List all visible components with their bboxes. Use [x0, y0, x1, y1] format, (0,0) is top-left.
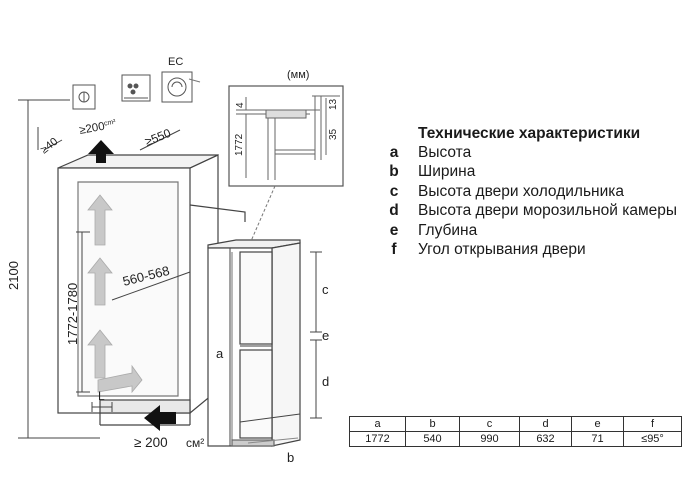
- table-cell: ≤95°: [623, 431, 682, 447]
- spec-description: Высота: [418, 144, 472, 161]
- ec-label: EC: [168, 56, 183, 68]
- specs-panel: Технические характеристики a Высота b Ши…: [370, 124, 700, 259]
- plinth-label: L: [98, 389, 105, 403]
- table-cell: 990: [459, 431, 520, 447]
- detail-callout-line: [247, 185, 276, 249]
- vent-top-label: ≥200cm²: [78, 119, 117, 137]
- appliance-dimension-lines: [229, 248, 322, 446]
- top-depth-label: ≥550: [143, 126, 173, 149]
- airflow-arrow-top: [88, 140, 114, 163]
- detail-35-label: 35: [328, 128, 339, 140]
- spec-item-e: e Глубина: [370, 221, 700, 240]
- dimensions-table: a b c d e f 1772 540 990 632 71 ≤95°: [349, 416, 682, 447]
- detail-box: [228, 85, 344, 187]
- table-header-cell: e: [571, 416, 624, 432]
- table-cell: 632: [519, 431, 572, 447]
- ventilation-panel-icon: [121, 74, 151, 102]
- table-cell: 1772: [349, 431, 406, 447]
- vent-bottom-label: ≥ 200: [134, 435, 168, 450]
- table-row: 1772 540 990 632 71 ≤95°: [349, 431, 682, 447]
- wall-mount-icon: [72, 84, 96, 110]
- niche-height-dimension: [76, 231, 90, 393]
- spec-letter: f: [391, 241, 397, 259]
- table-header-row: a b c d e f: [349, 416, 682, 432]
- spec-letter: b: [389, 163, 399, 181]
- appliance-label-c: c: [322, 282, 329, 297]
- table-cell: 71: [571, 431, 624, 447]
- airflow-arrows-inner: [87, 194, 143, 394]
- table-header-cell: d: [519, 416, 572, 432]
- top-gap-label: ≥40: [38, 136, 60, 157]
- height-2100-label: 2100: [6, 261, 21, 290]
- table-cell: 540: [405, 431, 460, 447]
- units-label: (мм): [287, 69, 309, 81]
- spec-item-d: d Высота двери морозильной камеры: [370, 201, 700, 220]
- spec-letter: d: [389, 202, 399, 220]
- spec-letter: a: [389, 144, 399, 161]
- spec-description: Угол открывания двери: [418, 241, 586, 259]
- detail-1772-label: 1772: [234, 133, 245, 156]
- appliance-label-a: a: [216, 346, 224, 361]
- appliance: [207, 239, 301, 447]
- niche-width-dimension: [111, 271, 191, 301]
- table-header-cell: c: [459, 416, 520, 432]
- table-header-cell: f: [623, 416, 682, 432]
- spec-letter: e: [389, 221, 399, 239]
- spec-description: Высота двери холодильника: [418, 182, 624, 200]
- appliance-label-e: e: [322, 328, 329, 343]
- niche-height-label: 1772-1780: [65, 283, 80, 345]
- spec-description: Глубина: [418, 221, 478, 239]
- appliance-label-b: b: [287, 450, 294, 465]
- spec-item-b: b Ширина: [370, 162, 700, 181]
- appliance-label-d: d: [322, 374, 329, 389]
- detail-4-label: 4: [235, 102, 246, 108]
- plinth-L-dimension: [91, 402, 113, 412]
- detail-13-label: 13: [328, 98, 339, 110]
- vent-bottom-unit: см²: [186, 436, 204, 450]
- spec-description: Ширина: [418, 163, 476, 181]
- spec-item-a: a Высота: [370, 143, 700, 162]
- spec-letter: c: [389, 182, 399, 200]
- table-header-cell: b: [405, 416, 460, 432]
- energy-class-icon: [161, 71, 193, 103]
- spec-description: Высота двери морозильной камеры: [418, 202, 677, 220]
- top-dimension-lines: [37, 127, 181, 151]
- height-2100-dimension: [18, 99, 100, 439]
- spec-item-f: f Угол открывания двери: [370, 240, 700, 259]
- table-header-cell: a: [349, 416, 406, 432]
- specs-title: Технические характеристики: [418, 125, 641, 142]
- spec-item-c: c Высота двери холодильника: [370, 182, 700, 201]
- airflow-arrow-bottom: [144, 405, 176, 431]
- niche-cabinet: [57, 154, 246, 426]
